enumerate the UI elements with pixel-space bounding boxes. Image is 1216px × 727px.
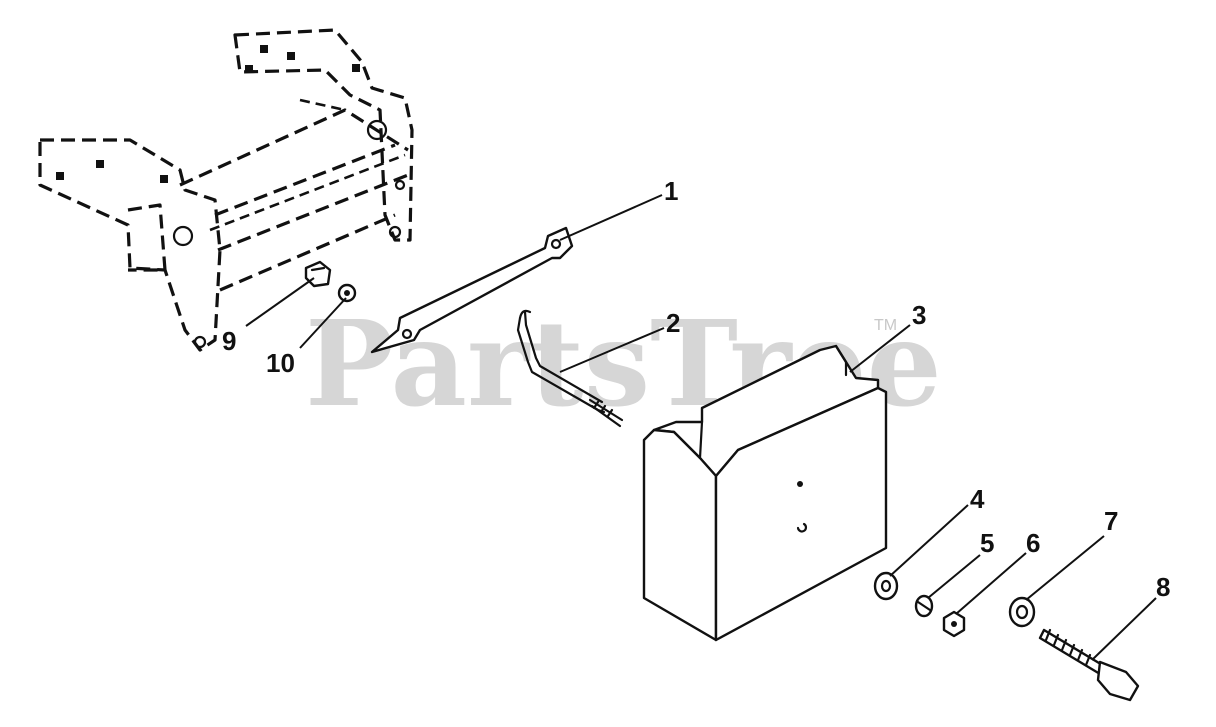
part-8-bolt — [1038, 628, 1140, 702]
callout-2: 2 — [666, 308, 680, 338]
watermark-trademark: TM — [874, 317, 897, 334]
leader-1 — [559, 194, 663, 241]
callout-1: 1 — [664, 176, 678, 206]
leader-10 — [299, 297, 347, 349]
callout-5: 5 — [980, 528, 994, 558]
tractor-frame-outline — [38, 28, 414, 352]
leader-5 — [927, 554, 981, 599]
leader-2 — [559, 327, 665, 373]
leader-7 — [1025, 535, 1105, 601]
leader-8 — [1091, 597, 1157, 661]
leader-9 — [245, 277, 315, 327]
part-9-bolt — [304, 260, 332, 288]
callout-4: 4 — [970, 484, 985, 514]
callout-7: 7 — [1104, 506, 1118, 536]
callout-10: 10 — [266, 348, 295, 378]
part-3-weight — [642, 344, 888, 642]
callout-9: 9 — [222, 326, 236, 356]
part-6-nut — [942, 610, 966, 638]
part-7-washer — [1008, 596, 1036, 628]
leader-4 — [889, 504, 969, 577]
callout-8: 8 — [1156, 572, 1170, 602]
part-2-j-rod — [516, 309, 624, 428]
leader-3 — [849, 324, 911, 373]
callout-6: 6 — [1026, 528, 1040, 558]
callout-labels: 1 2 3 4 5 6 7 8 9 10 — [222, 176, 1170, 602]
leader-lines — [245, 194, 1157, 661]
leader-6 — [955, 552, 1027, 615]
part-10-nut — [337, 283, 357, 303]
part-5-lock-washer — [914, 594, 934, 618]
part-4-washer — [873, 571, 899, 601]
callout-3: 3 — [912, 300, 926, 330]
